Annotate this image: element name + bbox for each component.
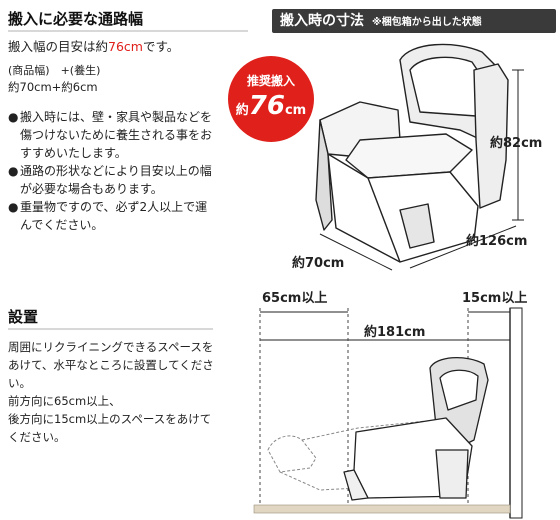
total-length-label: 約181cm: [364, 325, 426, 340]
chair-dimensions-illustration: [315, 43, 524, 271]
passage-title-underline: [8, 30, 248, 32]
dimensions-title: 搬入時の寸法: [280, 13, 364, 29]
bullet-text: 重量物ですので、必ず2人以上で運んでください。: [20, 200, 208, 232]
passage-width-suffix: です。: [142, 39, 180, 54]
badge-value: 76: [248, 91, 285, 121]
install-line: 周囲にリクライニングできるスペースをあけて、水平なところに設置してください。: [8, 340, 214, 390]
install-line: 後方向に15cm以上のスペースをあけてください。: [8, 412, 212, 444]
bullet-marker: ●: [8, 110, 19, 124]
bullet-marker: ●: [8, 164, 19, 178]
bullet-item: ●通路の形状などにより目安以上の幅が必要な場合もあります。: [8, 162, 218, 198]
install-title: 設置: [8, 308, 39, 326]
install-title-underline: [8, 328, 213, 330]
width-label: 約70cm: [292, 256, 345, 271]
badge-prefix: 約: [235, 103, 249, 118]
passage-bullets: ●搬入時には、壁・家具や製品などを傷つけないために養生される事をおすすめいたしま…: [8, 108, 218, 234]
recommended-width-badge: 推奨搬入 約76cm: [228, 56, 314, 142]
bullet-item: ●搬入時には、壁・家具や製品などを傷つけないために養生される事をおすすめいたしま…: [8, 108, 218, 162]
wall: [509, 307, 523, 519]
width-arrow: [319, 233, 393, 271]
passage-width-prefix: 搬入幅の目安は約: [8, 39, 109, 54]
bullet-marker: ●: [8, 200, 19, 214]
passage-formula-line1: (商品幅) +(養生): [8, 64, 101, 77]
passage-width-value: 76cm: [108, 39, 143, 54]
bullet-text: 通路の形状などにより目安以上の幅が必要な場合もあります。: [20, 164, 212, 196]
install-line: 前方向に65cm以上、: [8, 394, 121, 408]
floor: [253, 504, 511, 514]
install-text: 周囲にリクライニングできるスペースをあけて、水平なところに設置してください。 前…: [8, 338, 216, 446]
installation-diagram: [253, 307, 523, 519]
height-label: 約82cm: [490, 136, 543, 151]
front-clearance-label: 65cm以上: [262, 291, 328, 306]
badge-label: 推奨搬入: [246, 74, 295, 88]
badge-value-line: 約76cm: [228, 91, 314, 121]
passage-formula-line2: 約70cm+約6cm: [8, 80, 98, 94]
bullet-item: ●重量物ですので、必ず2人以上で運んでください。: [8, 198, 218, 234]
back-clearance-label: 15cm以上: [462, 291, 528, 306]
bullet-text: 搬入時には、壁・家具や製品などを傷つけないために養生される事をおすすめいたします…: [20, 110, 213, 160]
depth-arrow: [409, 225, 517, 269]
dimensions-note: ※梱包箱から出した状態: [372, 17, 482, 28]
passage-title: 搬入に必要な通路幅: [8, 10, 144, 28]
depth-label: 約126cm: [466, 234, 528, 249]
dimensions-title-bar: 搬入時の寸法 ※梱包箱から出した状態: [272, 9, 556, 33]
passage-width-line: 搬入幅の目安は約76cmです。: [8, 38, 179, 56]
badge-unit: cm: [284, 103, 307, 118]
